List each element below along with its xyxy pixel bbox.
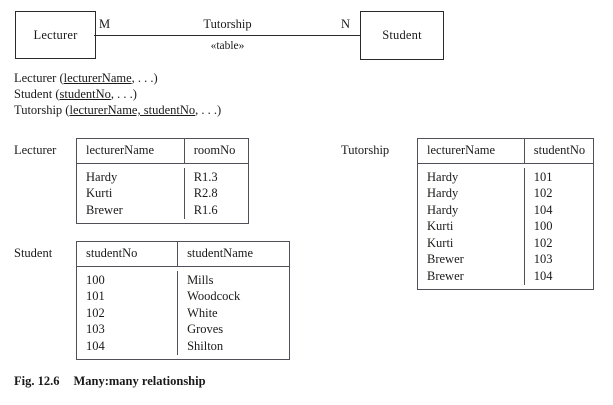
relationship-connector-line	[94, 35, 361, 36]
schema-rest: , . . .)	[110, 87, 137, 101]
table-row: Hardy 104	[418, 200, 593, 219]
caption-number: Fig. 12.6	[14, 374, 60, 388]
table-row: Brewer R1.6	[77, 200, 248, 219]
table-cell: 100	[523, 217, 593, 236]
entity-label-lecturer: Lecturer	[33, 27, 78, 42]
table-student: studentNo studentName 100 Mills 101 Wood…	[76, 241, 290, 360]
table-cell: Brewer	[427, 268, 464, 283]
table-cell: 102	[523, 233, 593, 252]
schema-rest: , . . .)	[195, 103, 222, 117]
table-row: Hardy 102	[418, 184, 593, 203]
table-cell: Brewer	[427, 252, 464, 266]
table-cell: Hardy	[427, 202, 459, 217]
schema-relation-name: Tutorship (	[14, 103, 70, 117]
table-cell: 102	[523, 184, 593, 203]
relation-schema-block: Lecturer (lecturerName, . . .) Student (…	[14, 70, 221, 118]
table-header-row: studentNo studentName	[77, 242, 289, 267]
table-cell: R1.3	[183, 167, 248, 186]
table-body: 100 Mills 101 Woodcock 102 White 103 Gro…	[77, 267, 289, 360]
table-cell: 101	[523, 167, 593, 186]
table-cell: R1.6	[183, 200, 248, 219]
table-row: Hardy 101	[418, 167, 593, 186]
table-cell: Mills	[177, 270, 289, 289]
table-cell: 104	[523, 266, 593, 285]
table-label-tutorship: Tutorship	[341, 143, 390, 157]
column-header: lecturerName	[86, 143, 155, 157]
table-cell: 101	[86, 289, 105, 303]
table-cell: R2.8	[183, 184, 248, 203]
table-label-student: Student	[14, 246, 53, 260]
schema-line-student: Student (studentNo, . . .)	[14, 86, 221, 102]
table-row: 101 Woodcock	[77, 287, 289, 306]
schema-primary-key: lecturerName	[63, 71, 132, 85]
multiplicity-label-m: M	[99, 17, 111, 31]
table-cell: Shilton	[177, 336, 289, 355]
table-row: Brewer 103	[418, 250, 593, 269]
table-tutorship: lecturerName studentNo Hardy 101 Hardy 1…	[417, 138, 594, 290]
table-cell: 103	[523, 250, 593, 269]
entity-label-student: Student	[382, 28, 422, 42]
table-cell: Kurti	[427, 235, 454, 250]
table-cell: 102	[86, 305, 105, 320]
column-header: studentNo	[86, 246, 138, 260]
column-header: studentName	[177, 242, 289, 266]
table-cell: Hardy	[427, 169, 459, 184]
table-row: Kurti 102	[418, 233, 593, 252]
figure-caption: Fig. 12.6 Many:many relationship	[14, 374, 206, 389]
schema-line-lecturer: Lecturer (lecturerName, . . .)	[14, 70, 221, 86]
table-cell: 104	[523, 200, 593, 219]
table-row: Kurti R2.8	[77, 184, 248, 203]
table-cell: 100	[86, 272, 105, 287]
table-row: Brewer 104	[418, 266, 593, 285]
column-header: roomNo	[183, 139, 248, 163]
table-header-row: lecturerName roomNo	[77, 139, 248, 164]
table-cell: Hardy	[427, 186, 459, 200]
table-cell: Hardy	[86, 169, 118, 184]
schema-relation-name: Lecturer (	[14, 71, 64, 85]
caption-text: Many:many relationship	[73, 374, 206, 388]
table-body: Hardy 101 Hardy 102 Hardy 104 Kurti 100 …	[418, 164, 593, 290]
relationship-name-label: Tutorship	[203, 17, 252, 31]
table-body: Hardy R1.3 Kurti R2.8 Brewer R1.6	[77, 164, 248, 224]
table-header-row: lecturerName studentNo	[418, 139, 593, 164]
schema-line-tutorship: Tutorship (lecturerName, studentNo, . . …	[14, 102, 221, 118]
schema-primary-key: lecturerName, studentNo	[69, 103, 196, 117]
schema-rest: , . . .)	[131, 71, 158, 85]
multiplicity-label-n: N	[341, 17, 351, 31]
table-row: Kurti 100	[418, 217, 593, 236]
table-cell: Kurti	[86, 186, 113, 200]
table-cell: Groves	[177, 320, 289, 339]
schema-primary-key: studentNo	[59, 87, 111, 101]
table-cell: 104	[86, 338, 105, 353]
table-row: 104 Shilton	[77, 336, 289, 355]
table-row: Hardy R1.3	[77, 167, 248, 186]
entity-box-lecturer: Lecturer	[15, 11, 96, 59]
column-header: studentNo	[523, 139, 593, 163]
table-row: 103 Groves	[77, 320, 289, 339]
relationship-stereotype-label: «table»	[210, 40, 245, 52]
table-row: 100 Mills	[77, 270, 289, 289]
table-cell: Kurti	[427, 219, 454, 233]
table-lecturer: lecturerName roomNo Hardy R1.3 Kurti R2.…	[76, 138, 249, 224]
table-cell: Brewer	[86, 202, 123, 217]
schema-relation-name: Student (	[14, 87, 60, 101]
table-row: 102 White	[77, 303, 289, 322]
entity-box-student: Student	[360, 11, 444, 60]
column-header: lecturerName	[427, 143, 496, 157]
table-cell: White	[177, 303, 289, 322]
table-cell: 103	[86, 322, 105, 336]
table-label-lecturer: Lecturer	[14, 143, 57, 157]
table-cell: Woodcock	[177, 287, 289, 306]
